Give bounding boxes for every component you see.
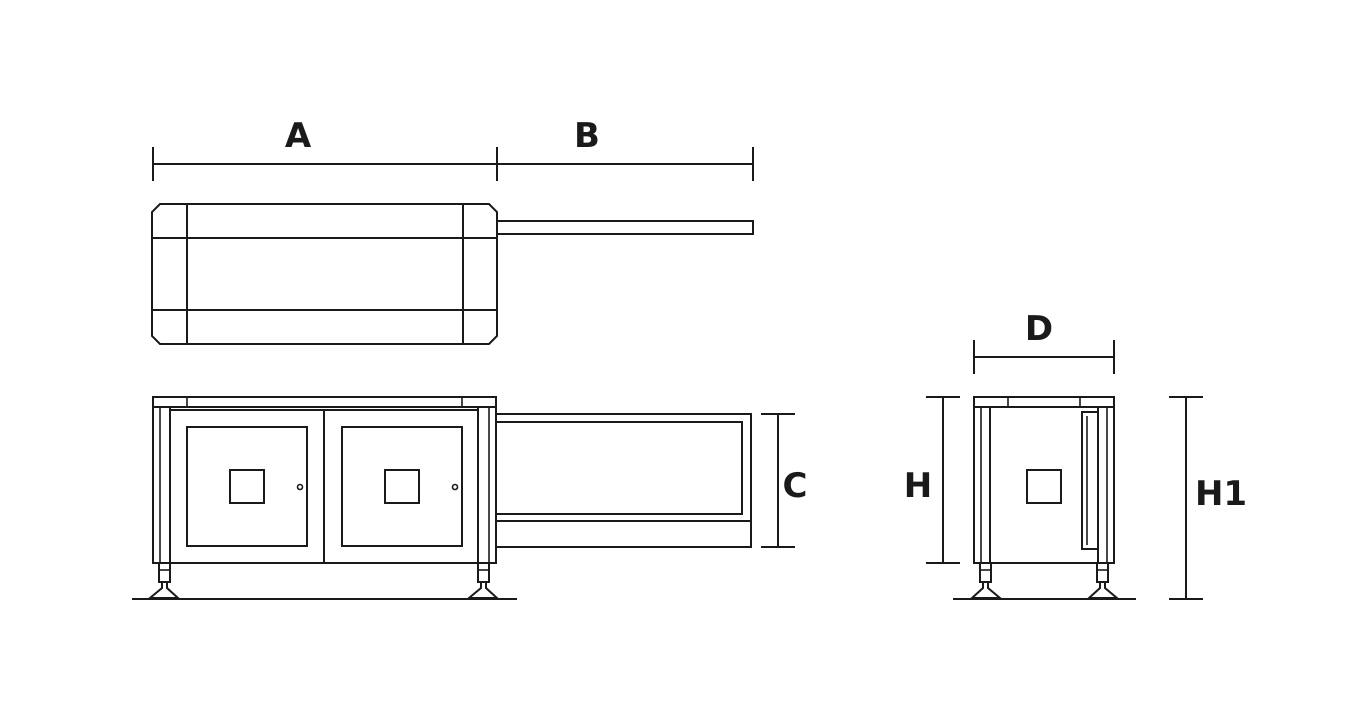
dimension-label-a: A (285, 116, 312, 156)
front-right-leg (466, 562, 500, 599)
dimension-a: A (152, 116, 498, 181)
front-extension-inner (495, 421, 743, 515)
leg-foot (466, 582, 500, 599)
plan-body-outline (151, 203, 498, 345)
dimension-h: H (904, 396, 960, 564)
leg-foot (1086, 582, 1120, 599)
leg-foot (147, 582, 181, 599)
side-top-slab (973, 396, 1115, 408)
front-left-post (152, 406, 171, 564)
right-door-lock-icon (451, 483, 459, 491)
right-door-window (384, 469, 420, 504)
dimension-label-h: H (904, 466, 932, 506)
plan-extension-shelf (496, 220, 754, 235)
left-door-lock-icon (296, 483, 304, 491)
side-left-leg (969, 562, 1003, 599)
dimension-c: C (761, 413, 808, 548)
side-view (953, 396, 1136, 600)
leg-shaft (477, 562, 490, 583)
front-view (132, 396, 752, 600)
side-window (1026, 469, 1062, 504)
plan-view (151, 203, 754, 345)
front-right-post (477, 406, 497, 564)
dimension-label-b: B (574, 116, 600, 156)
dimension-h1: H1 (1169, 396, 1247, 600)
front-top-slab (152, 396, 497, 408)
front-extension-module (495, 413, 752, 548)
side-left-post (973, 406, 991, 564)
side-door-handle (1081, 411, 1099, 550)
side-right-post (1097, 406, 1115, 564)
left-door-panel (186, 426, 308, 547)
right-door-panel (341, 426, 463, 547)
side-right-leg (1086, 562, 1120, 599)
dimension-d: D (973, 309, 1115, 374)
leg-shaft (1096, 562, 1109, 583)
dimension-b: B (497, 116, 754, 181)
leg-foot (969, 582, 1003, 599)
left-door-window (229, 469, 265, 504)
dimension-label-h1: H1 (1195, 474, 1247, 514)
leg-shaft (979, 562, 992, 583)
leg-shaft (158, 562, 171, 583)
dimension-label-d: D (1025, 309, 1053, 349)
front-left-leg (147, 562, 181, 599)
dimension-label-c: C (783, 466, 808, 506)
